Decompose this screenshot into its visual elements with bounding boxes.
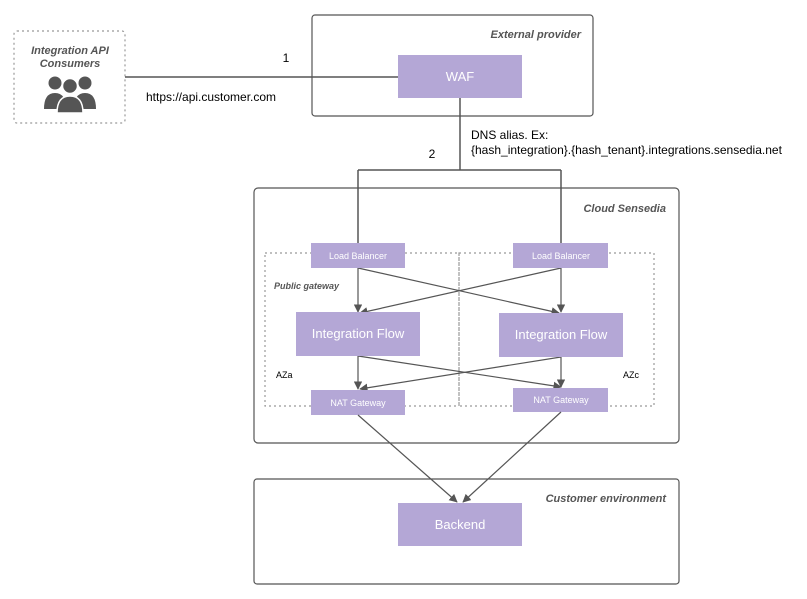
backend-label: Backend: [435, 517, 486, 532]
cloud-sensedia-title: Cloud Sensedia: [583, 203, 666, 215]
waf-box: [398, 55, 522, 98]
connection-1-url: https://api.customer.com: [146, 90, 276, 104]
dns-alias-line2: {hash_integration}.{hash_tenant}.integra…: [471, 143, 783, 157]
customer-environment-container: Customer environment Backend: [253, 478, 680, 585]
consumers-box: Integration API Consumers: [13, 30, 126, 124]
nat-gateway-aza-label: NAT Gateway: [330, 398, 386, 408]
users-group-icon: [44, 76, 96, 114]
load-balancer-azc-label: Load Balancer: [532, 251, 590, 261]
integration-flow-aza: [296, 312, 420, 356]
nat-gateway-azc-label: NAT Gateway: [533, 395, 589, 405]
arrow-nat-aza-to-backend: [357, 414, 458, 503]
load-balancer-aza-label: Load Balancer: [329, 251, 387, 261]
arrow-nat-azc-to-backend: [462, 411, 562, 503]
customer-environment-title: Customer environment: [546, 493, 668, 505]
load-balancer-azc: [513, 243, 608, 268]
integration-flow-aza-label: Integration Flow: [312, 326, 405, 341]
arrow-flow-azc-to-nat-aza: [359, 356, 562, 392]
external-provider-container: External provider WAF: [311, 14, 594, 117]
connection-1-step: 1: [283, 51, 290, 65]
nat-gateway-azc: [513, 388, 608, 412]
arrow-lb-azc-to-flow-aza: [359, 267, 562, 316]
consumers-label-line2: Consumers: [40, 58, 101, 70]
load-balancer-aza: [311, 243, 405, 268]
dns-alias-line1: DNS alias. Ex:: [471, 128, 548, 142]
arrow-flow-aza-to-nat-azc: [357, 355, 562, 391]
cloud-sensedia-container: Cloud Sensedia Public gateway AZa AZc Lo…: [253, 187, 680, 444]
external-provider-title: External provider: [491, 29, 582, 41]
connection-2-step: 2: [429, 147, 436, 161]
waf-label: WAF: [446, 69, 474, 84]
public-gateway-label: Public gateway: [274, 281, 340, 291]
zone-azc-name: AZc: [623, 370, 640, 380]
zone-aza-name: AZa: [276, 370, 293, 380]
integration-flow-azc-label: Integration Flow: [515, 327, 608, 342]
integration-flow-azc: [499, 313, 623, 357]
backend-box: [398, 503, 522, 546]
consumers-label-line1: Integration API: [31, 45, 110, 57]
nat-gateway-aza: [311, 390, 405, 415]
